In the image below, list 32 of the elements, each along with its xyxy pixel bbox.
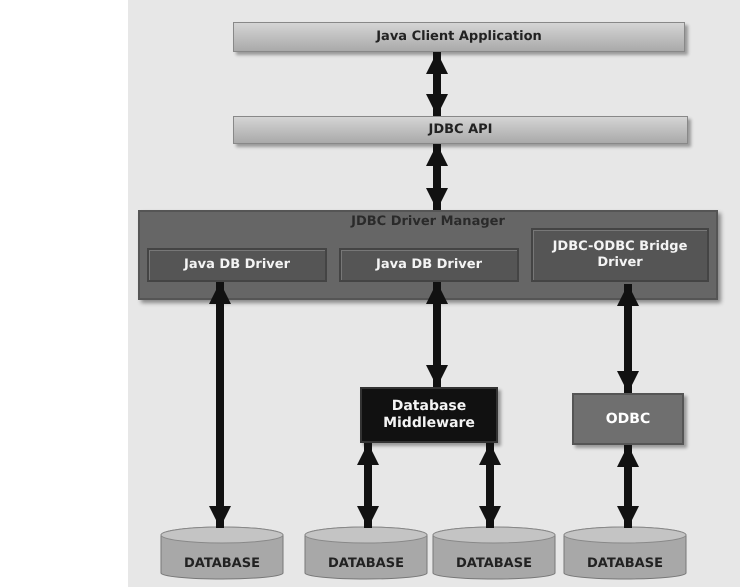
double-arrow [479,443,501,528]
double-arrow [617,284,639,393]
node-label: DATABASE [184,556,260,572]
double-arrow [426,144,448,210]
node-label: DATABASE [328,556,404,572]
double-arrow [357,443,379,528]
layer-bar [233,22,685,52]
node-label: DATABASE [456,556,532,572]
middleware-box [360,387,498,443]
node-label: Java DB Driver [376,256,482,272]
node-label: Java Client Application [376,29,542,45]
double-arrow [617,445,639,528]
node-label: ODBC [606,410,650,428]
node-label: JDBC-ODBC Bridge Driver [550,239,688,270]
database-cylinder [304,526,428,580]
node-label: Java DB Driver [184,256,290,272]
double-arrow [209,282,231,528]
manager-panel [138,210,718,300]
database-cylinder [432,526,556,580]
double-arrow [426,52,448,116]
driver-box [531,228,709,282]
odbc-box [572,393,684,445]
node-label: JDBC API [428,122,493,138]
driver-box [147,248,327,282]
database-cylinder [563,526,687,580]
database-cylinder [160,526,284,580]
layer-bar [233,116,688,144]
node-label: DATABASE [587,556,663,572]
panel-heading: JDBC Driver Manager [351,214,505,230]
double-arrow [426,282,448,387]
node-label: Database Middleware [382,398,476,432]
driver-box [339,248,519,282]
